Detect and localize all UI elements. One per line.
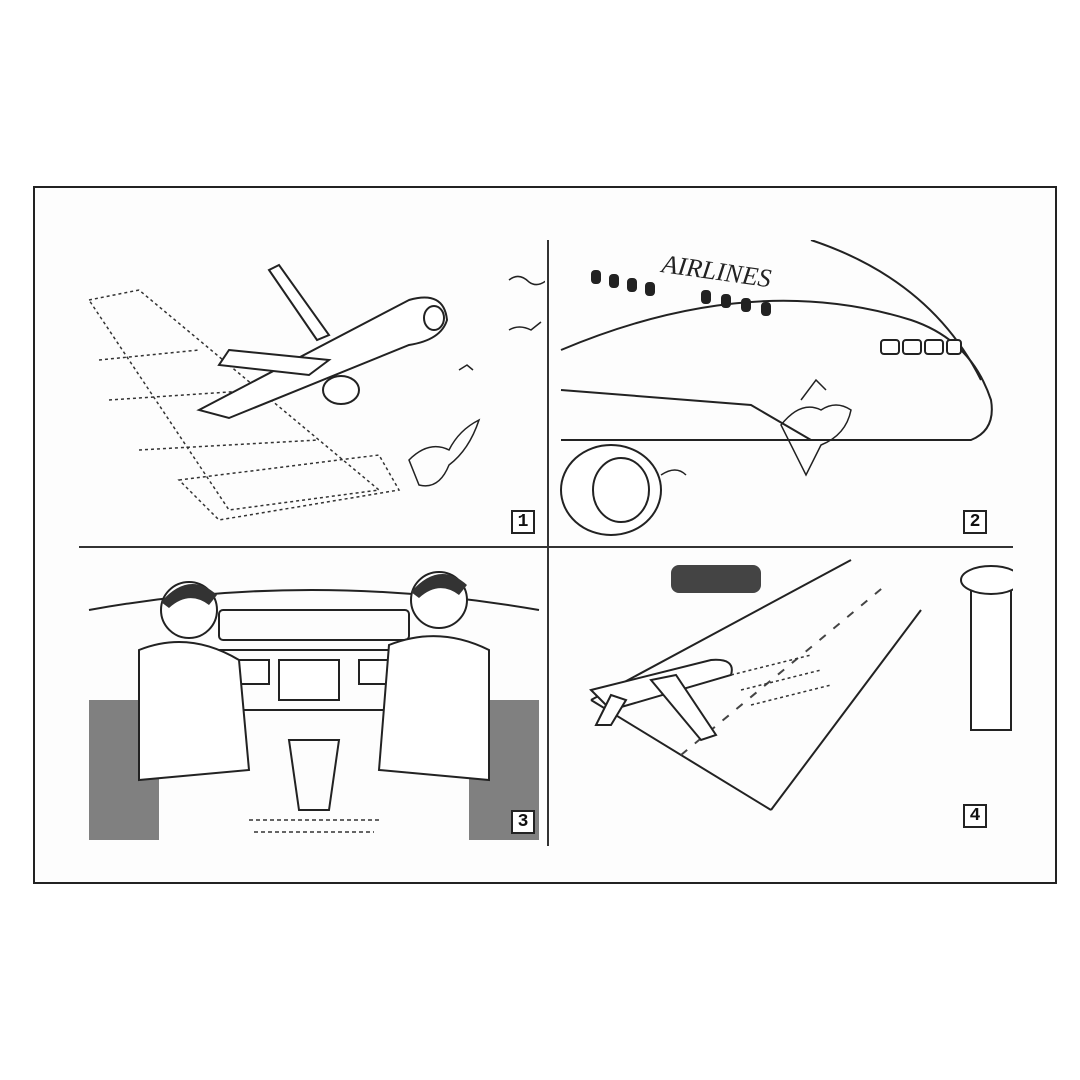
vertical-divider <box>547 240 549 846</box>
panel-number-4: 4 <box>963 804 987 828</box>
panel-number-3: 3 <box>511 810 535 834</box>
panel-4-airport-scene <box>551 550 1013 846</box>
panel-3-cockpit-scene <box>79 550 545 846</box>
airport-runway-tower-icon <box>589 559 1013 811</box>
panel-2-bird-strike-scene: AIRLINES <box>551 240 1013 544</box>
panel-number-1: 1 <box>511 510 535 534</box>
cockpit-pilots-icon <box>88 571 540 840</box>
airplane-takeoff-birds-icon <box>87 263 545 521</box>
panel-number-2: 2 <box>963 510 987 534</box>
illustration-frame: AIRLINES <box>33 186 1057 884</box>
horizontal-divider <box>79 546 1013 548</box>
fuselage-airlines-text: AIRLINES <box>658 249 773 293</box>
bird-strike-engine-icon: AIRLINES <box>560 240 993 536</box>
panel-1-takeoff-scene <box>79 240 545 544</box>
